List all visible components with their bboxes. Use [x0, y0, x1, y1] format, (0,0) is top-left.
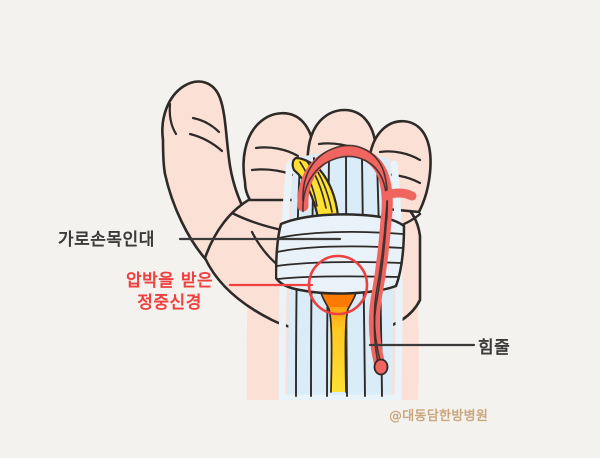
thumb-nail-crease [168, 102, 178, 136]
radial-artery [297, 144, 417, 376]
median-nerve-branches [291, 156, 340, 220]
label-tendon: 힘줄 [478, 338, 511, 358]
label-nerve-line-2: 정중신경 [137, 292, 202, 313]
ring-finger-crease [378, 150, 422, 162]
thumb-knuckle-crease-2 [188, 132, 224, 153]
label-compressed-median-nerve: 압박을 받은 정중신경 [126, 271, 213, 315]
artery-tip [373, 358, 389, 376]
index-finger-crease [254, 146, 300, 158]
artery-branch [381, 188, 417, 201]
wrist-internal-structures [275, 144, 417, 400]
label-nerve-line-1: 압박을 받은 [126, 271, 214, 291]
watermark-text: @대동담한방병원 [389, 409, 489, 424]
label-transverse-carpal-ligament: 가로손목인대 [58, 230, 155, 250]
artery-outline-2 [302, 155, 389, 373]
thumb-knuckle-crease-1 [191, 116, 221, 134]
